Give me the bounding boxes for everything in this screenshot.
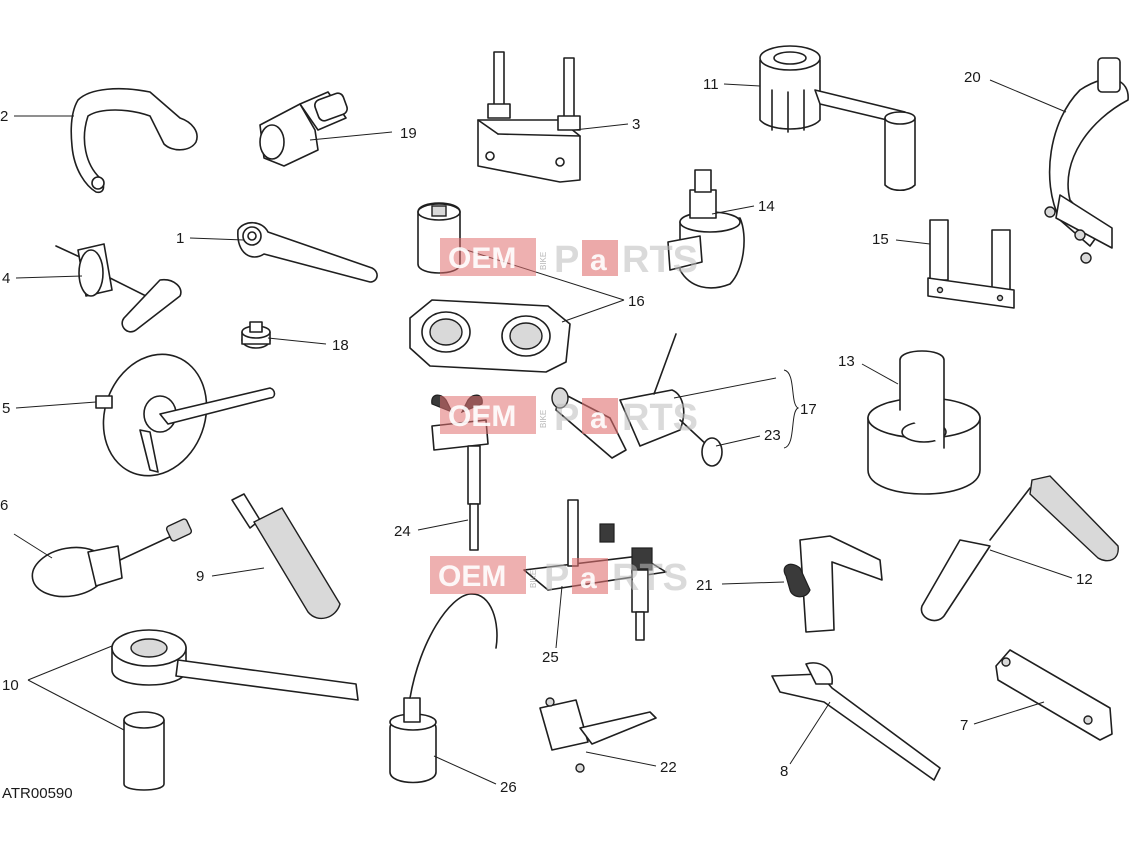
tool-14-puller bbox=[667, 169, 745, 289]
watermark-logo-1: OEM BIKE P a RTS bbox=[440, 238, 698, 281]
callout-23: 23 bbox=[764, 427, 781, 444]
tool-4-t-handle bbox=[55, 243, 182, 333]
tool-5-degree-wheel bbox=[95, 353, 276, 477]
tool-26-bottle-tube bbox=[389, 593, 498, 784]
tool-22-holder bbox=[539, 697, 657, 773]
tool-13-cup-tool bbox=[867, 350, 981, 495]
tool-10-ring-wrench bbox=[111, 629, 359, 791]
tool-15-bracket bbox=[927, 219, 1015, 309]
callout-7: 7 bbox=[960, 717, 968, 734]
tool-2-crank-wrench bbox=[70, 87, 198, 194]
tool-18-nut bbox=[241, 321, 271, 349]
drawing-code: ATR00590 bbox=[2, 785, 73, 802]
callout-21: 21 bbox=[696, 577, 713, 594]
tool-12-ratchet-handle bbox=[920, 475, 1119, 622]
tool-3-pin-holder bbox=[477, 51, 581, 183]
watermark-p-3: P bbox=[544, 557, 569, 599]
callout-16: 16 bbox=[628, 293, 645, 310]
callout-1: 1 bbox=[176, 230, 184, 247]
leader-lines bbox=[13, 79, 1073, 785]
watermark-a-3: a bbox=[580, 562, 597, 595]
callout-9: 9 bbox=[196, 568, 204, 585]
watermark-bike-2: BIKE bbox=[539, 410, 548, 428]
callout-14: 14 bbox=[758, 198, 775, 215]
watermark-oem-2: OEM bbox=[448, 400, 516, 433]
watermark-rts-3: RTS bbox=[612, 557, 688, 599]
callout-18: 18 bbox=[332, 337, 349, 354]
tool-7-flat-bar bbox=[995, 649, 1113, 741]
tool-21-bracket-knob bbox=[783, 535, 883, 633]
tool-9-knurled-handle bbox=[231, 493, 341, 620]
callout-15: 15 bbox=[872, 231, 889, 248]
watermark-p-2: P bbox=[554, 397, 579, 439]
watermark-a-1: a bbox=[590, 244, 607, 277]
watermark-oem-1: OEM bbox=[448, 242, 516, 275]
callout-26: 26 bbox=[500, 779, 517, 796]
callout-6: 6 bbox=[0, 497, 8, 514]
watermark-bike-1: BIKE bbox=[539, 252, 548, 270]
callout-5: 5 bbox=[2, 400, 10, 417]
tool-11-flywheel-holder bbox=[759, 45, 916, 192]
callout-19: 19 bbox=[400, 125, 417, 142]
callout-24: 24 bbox=[394, 523, 411, 540]
watermark-a-2: a bbox=[590, 402, 607, 435]
callout-numbers: 2 19 3 11 20 1 14 4 15 16 18 13 5 17 23 … bbox=[0, 69, 1093, 796]
watermark-bike-3: BIKE bbox=[529, 570, 538, 588]
callout-12: 12 bbox=[1076, 571, 1093, 588]
watermark-p-1: P bbox=[554, 239, 579, 281]
tool-20-arc-clamp bbox=[1044, 57, 1129, 264]
watermark-logo-3: OEM BIKE P a RTS bbox=[430, 556, 688, 599]
tool-6-strap-wrench bbox=[31, 518, 193, 598]
tool-1-pin-wrench bbox=[237, 221, 378, 283]
callout-11: 11 bbox=[703, 76, 719, 93]
tool-19-socket-adapter bbox=[259, 91, 348, 167]
callout-10: 10 bbox=[2, 677, 19, 694]
callout-17: 17 bbox=[800, 401, 817, 418]
watermark-rts-1: RTS bbox=[622, 239, 698, 281]
callout-8: 8 bbox=[780, 763, 788, 780]
callout-20: 20 bbox=[964, 69, 981, 86]
watermark-rts-2: RTS bbox=[622, 397, 698, 439]
callout-4: 4 bbox=[2, 270, 10, 287]
watermark-logo-2: OEM BIKE P a RTS bbox=[440, 396, 698, 439]
callout-25: 25 bbox=[542, 649, 559, 666]
callout-3: 3 bbox=[632, 116, 640, 133]
watermark-oem-3: OEM bbox=[438, 560, 506, 593]
callout-22: 22 bbox=[660, 759, 677, 776]
tool-8-open-wrench bbox=[771, 662, 941, 781]
tool-16-socket-set bbox=[409, 202, 571, 373]
callout-2: 2 bbox=[0, 108, 8, 125]
callout-13: 13 bbox=[838, 353, 855, 370]
